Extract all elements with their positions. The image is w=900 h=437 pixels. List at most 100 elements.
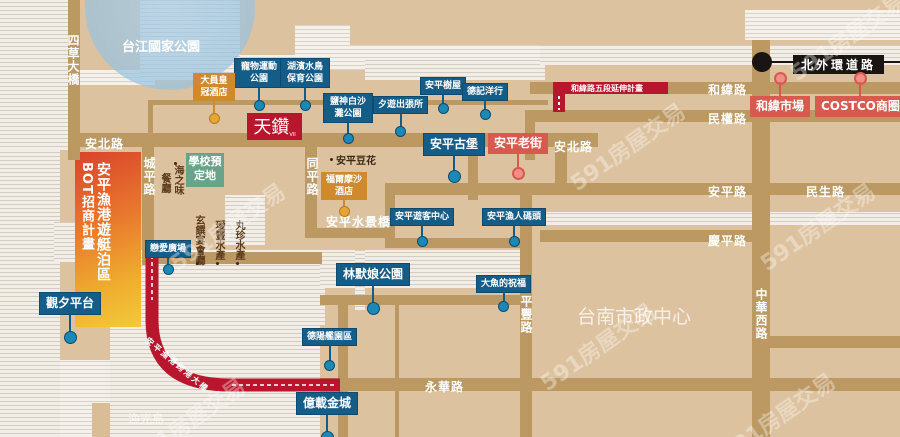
location-dot-icon [209, 114, 219, 123]
road-label-tongping: 同平路 [305, 157, 319, 196]
pin-lin-moniang-park[interactable]: 林默娘公園 [336, 263, 411, 314]
location-dot-icon [367, 303, 379, 314]
bot-sub-label: BOT招商計畫 [79, 162, 94, 251]
pin-label: 安平漁人碼頭 [482, 208, 547, 226]
road-label-zhonghua-west: 中華西路 [754, 288, 768, 340]
road-qingping [540, 230, 755, 242]
location-dot-icon [254, 101, 264, 110]
pin-hewei-market[interactable]: 和緯市場 [750, 74, 811, 117]
location-dot-icon [64, 332, 76, 343]
water-channel [365, 60, 545, 80]
location-dot-icon [438, 104, 448, 113]
road-tongping [305, 145, 317, 235]
school-label: 學校預定地 [188, 155, 222, 182]
north-ring-node [752, 52, 772, 72]
road-anping-shuijing [305, 228, 385, 238]
water-channel [0, 0, 70, 150]
road-label-anping: 安平路 [708, 185, 748, 199]
north-ring-label: 北外環道路 [793, 55, 885, 74]
bot-main-label: 安平漁港遊艇泊區 [95, 162, 111, 282]
location-dot-icon [499, 302, 508, 311]
pin-label: 安平樹屋 [420, 77, 467, 95]
project-badge[interactable]: 天鑽 VII [247, 113, 302, 140]
pin-label: 德陽艦園區 [302, 328, 358, 346]
pin-label: 億載金城 [296, 392, 359, 415]
location-dot-icon [321, 432, 333, 437]
shop-haizhiwei: 海之味 [172, 165, 183, 195]
pin-label: 安平老街 [488, 133, 549, 154]
location-dot-icon [448, 171, 460, 182]
pin-costco[interactable]: COSTCO商圈 [815, 74, 900, 117]
road-inner [468, 140, 478, 200]
pin-label: 德記洋行 [462, 83, 509, 101]
pin-label: 林默娘公園 [336, 263, 411, 286]
water-channel [0, 300, 60, 437]
pin-big-fish[interactable]: 大魚的祝福 [476, 275, 532, 311]
road-label-yonghua: 永華路 [425, 380, 465, 394]
pin-label: 夕遊出張所 [373, 96, 429, 114]
shop-wanzhen: 丸珍水產 [233, 220, 244, 260]
hewei-extension-label: 和緯路五段延伸計畫 [571, 84, 643, 93]
road-label-anbei-west: 安北路 [85, 137, 125, 151]
pin-tree-house[interactable]: 安平樹屋 [420, 77, 467, 113]
pin-deyang-ship[interactable]: 德陽艦園區 [302, 328, 358, 370]
water-channel [210, 265, 325, 325]
road-inner [148, 100, 153, 135]
hewei-extension-plan [553, 82, 668, 94]
pin-fisherman-wharf[interactable]: 安平漁人碼頭 [482, 208, 547, 246]
pin-visitor-center[interactable]: 安平遊客中心 [390, 208, 455, 246]
shop-bullet [236, 262, 239, 265]
road-inner [385, 238, 525, 248]
road-label-minsheng: 民生路 [806, 185, 846, 199]
road-label-chengping: 城平路 [142, 157, 156, 196]
city-center-label: 台南市政中心 [577, 306, 692, 328]
pin-sunset-platform[interactable]: 觀夕平台 [39, 292, 102, 343]
road-label-minquan: 民權路 [708, 112, 748, 126]
pin-label: 安平遊客中心 [390, 208, 455, 226]
pin-bird-park[interactable]: 湖濱水鳥保育公園 [280, 58, 330, 110]
water-channel [225, 195, 265, 245]
pin-sunset-office[interactable]: 夕遊出張所 [373, 96, 429, 136]
location-dot-icon [300, 101, 310, 110]
project-suffix: VII [289, 132, 296, 138]
pin-love-plaza[interactable]: 戀愛廣場 [145, 240, 192, 274]
road-label-anbei-east: 安北路 [554, 140, 594, 154]
shop-bullet [174, 162, 177, 165]
shop-canting: 餐廳 [159, 173, 170, 193]
water-channel [540, 212, 900, 225]
pin-salt-park[interactable]: 鹽神白沙灘公園 [323, 93, 373, 143]
pin-label: 鹽神白沙灘公園 [323, 93, 373, 123]
pin-label: 湖濱水鳥保育公園 [280, 58, 330, 88]
water-channel [54, 222, 76, 262]
road-inner [385, 183, 900, 195]
pin-label: COSTCO商圈 [815, 96, 900, 117]
project-name: 天鑽 [253, 117, 290, 138]
pin-fushin-hotel[interactable]: 福爾摩沙酒店 [321, 172, 367, 216]
road-inner [338, 295, 348, 437]
shop-bullet [216, 262, 219, 265]
shop-xuanzuan: 玄饌宴會廳 [193, 215, 204, 265]
location-dot-icon [855, 74, 865, 83]
pin-pet-park[interactable]: 寵物運動公園 [234, 58, 284, 110]
park-label: 台江國家公園 [122, 40, 201, 55]
pin-crown-hotel[interactable]: 大員皇冠酒店 [193, 73, 235, 123]
land-block [240, 0, 900, 10]
pin-label: 福爾摩沙酒店 [321, 172, 367, 200]
shop-bullet [330, 158, 333, 161]
pin-tait-co[interactable]: 德記洋行 [462, 83, 509, 119]
pin-old-street[interactable]: 安平老街 [488, 133, 549, 178]
hewei-extension-dashes [558, 96, 560, 110]
road-anbei-east [555, 135, 567, 185]
location-dot-icon [775, 74, 785, 83]
pin-label: 和緯市場 [750, 96, 811, 117]
pin-anping-fort[interactable]: 安平古堡 [423, 133, 486, 182]
road-yonghua [320, 378, 900, 391]
shop-doufu: 安平豆花 [336, 156, 376, 167]
water-channel [0, 150, 60, 300]
location-dot-icon [163, 265, 173, 274]
pin-yizai-castle[interactable]: 億載金城 [296, 392, 359, 437]
location-dot-icon [339, 207, 349, 216]
pin-label: 大魚的祝福 [476, 275, 532, 293]
pin-label: 大員皇冠酒店 [193, 73, 235, 101]
